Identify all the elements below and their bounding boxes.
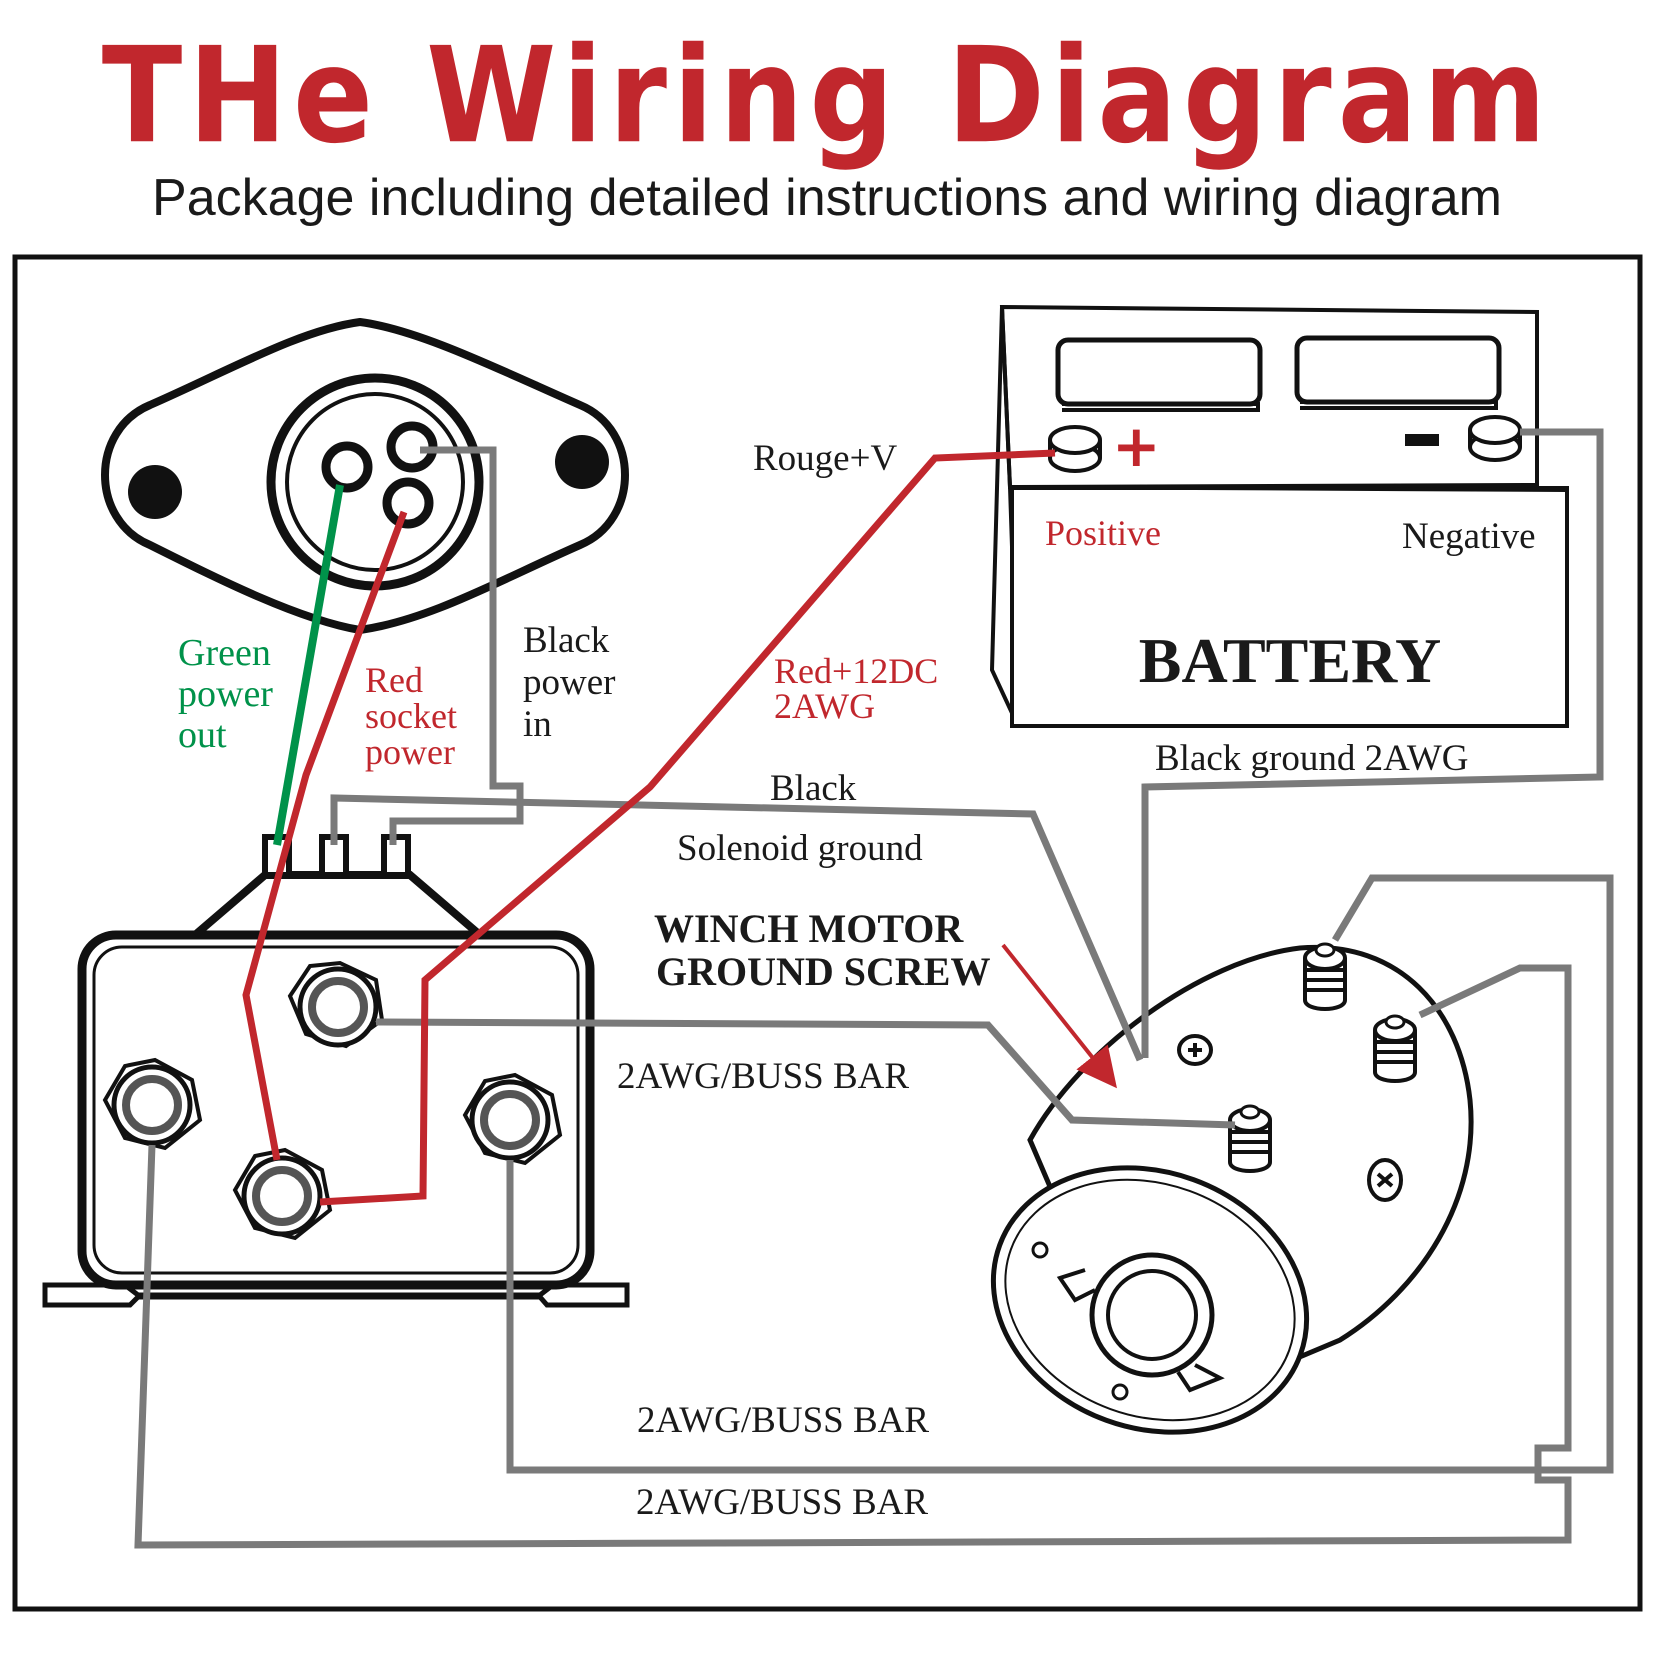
battery-negative-terminal: [1468, 415, 1522, 462]
solenoid-terminal-right: [462, 1072, 563, 1166]
battery-plus-symbol: +: [1112, 412, 1161, 480]
wire-red-12dc: [319, 449, 1056, 1206]
solenoid-terminal-bottom: [232, 1147, 333, 1241]
label-red-12dc-line1: Red+12DC: [774, 651, 938, 691]
battery-positive-terminal: [1048, 425, 1102, 473]
diagram-frame: [12, 254, 1643, 1612]
label-rouge-v: Rouge+V: [753, 438, 897, 479]
wires: [134, 428, 1614, 1549]
label-black-ground-2awg: Black ground 2AWG: [1155, 738, 1469, 779]
solenoid-terminal-top: [287, 960, 385, 1049]
battery-cell-left: [1055, 337, 1263, 407]
label-black: Black: [770, 768, 857, 809]
label-buss-bar-3: 2AWG/BUSS BAR: [636, 1482, 928, 1523]
motor-stud-top: [1303, 942, 1347, 1011]
motor-stud-right: [1373, 1014, 1417, 1083]
page-title: THe Wiring Diagram: [101, 18, 1553, 173]
socket-plug: [101, 317, 629, 635]
wire-green-power-out: [273, 484, 344, 846]
battery-minus-symbol: [1405, 434, 1439, 446]
label-green-line2: power: [178, 673, 273, 715]
wire-red-socket-power: [242, 510, 408, 1161]
battery-name: BATTERY: [1139, 625, 1441, 696]
label-black-power-line3: in: [523, 704, 552, 745]
label-green-line3: out: [178, 714, 227, 756]
label-buss-bar-1: 2AWG/BUSS BAR: [617, 1056, 909, 1097]
page-subtitle: Package including detailed instructions …: [152, 169, 1502, 227]
label-red-12dc-line2: 2AWG: [774, 686, 875, 726]
wire-black-power-in: [389, 446, 524, 845]
battery-negative-label: Negative: [1402, 516, 1536, 557]
label-black-power-line1: Black: [523, 620, 610, 661]
wire-black-ground-2awg: [1141, 428, 1604, 1058]
label-red-socket-line1: Red: [365, 660, 423, 700]
label-buss-bar-2: 2AWG/BUSS BAR: [637, 1400, 929, 1441]
mount-hole-right: [555, 435, 609, 489]
label-red-socket-line2: socket: [365, 696, 457, 736]
wire-buss-bar-1: [375, 1018, 1236, 1129]
wire-solenoid-ground: [330, 794, 1144, 1062]
socket-pin-green: [321, 441, 373, 493]
solenoid-terminal-left: [102, 1057, 203, 1151]
label-red-socket-line3: power: [365, 732, 455, 772]
label-winch-ground-line2: GROUND SCREW: [656, 949, 990, 994]
mount-hole-left: [128, 465, 182, 519]
label-winch-ground-line1: WINCH MOTOR: [654, 906, 964, 951]
ground-screw-arrow: [1001, 943, 1117, 1089]
socket-pin-red: [382, 477, 434, 529]
battery: + Positive Negative BATTERY: [989, 304, 1569, 728]
label-black-power-line2: power: [523, 662, 615, 703]
motor-stud-front: [1228, 1104, 1272, 1173]
label-solenoid-ground: Solenoid ground: [677, 828, 923, 869]
wire-buss-bar-3: [134, 964, 1572, 1549]
label-green-line1: Green: [178, 632, 271, 674]
wire-buss-bar-2: [506, 874, 1614, 1474]
battery-positive-label: Positive: [1045, 513, 1161, 553]
battery-cell-right: [1294, 335, 1502, 405]
solenoid: [42, 834, 630, 1308]
winch-motor: [990, 942, 1474, 1435]
